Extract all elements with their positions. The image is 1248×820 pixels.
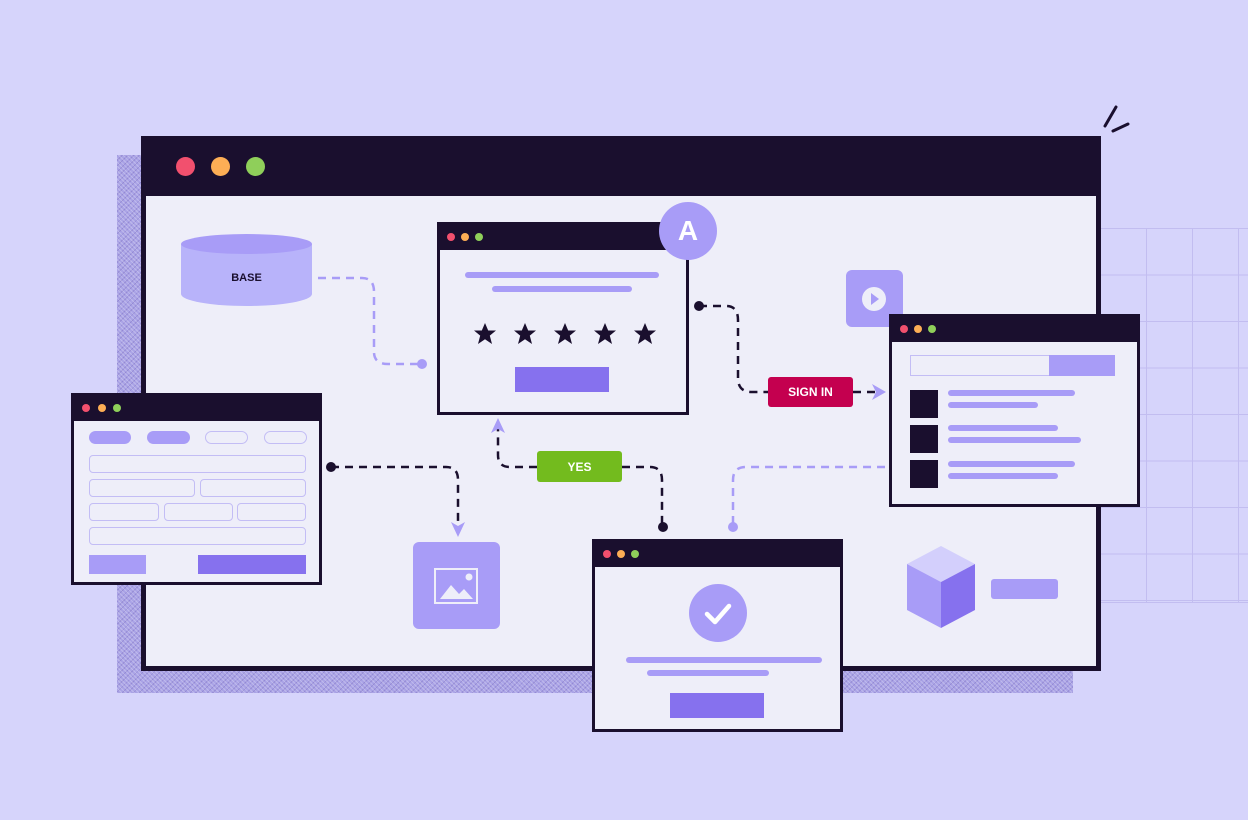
text-placeholder (948, 437, 1081, 443)
database-icon (181, 234, 312, 306)
star-icon (554, 323, 576, 344)
text-placeholder (948, 402, 1038, 408)
rating-title-bar (440, 225, 686, 250)
form-field[interactable] (89, 527, 306, 545)
connector-dot (728, 522, 738, 532)
image-tile[interactable] (413, 542, 500, 629)
list-title-bar (892, 317, 1137, 342)
form-window (71, 393, 322, 585)
close-dot[interactable] (603, 550, 611, 558)
form-field[interactable] (89, 455, 306, 473)
star-icon (474, 323, 496, 344)
yes-button[interactable]: YES (537, 451, 622, 482)
image-icon (434, 568, 478, 604)
list-thumbnail (910, 425, 938, 453)
text-placeholder (948, 473, 1058, 479)
connector-yes-to-success (622, 465, 664, 524)
submit-button[interactable] (198, 555, 306, 574)
list-window (889, 314, 1140, 507)
arrow-head (872, 384, 886, 400)
text-placeholder (492, 286, 632, 292)
close-dot[interactable] (900, 325, 908, 333)
list-thumbnail (910, 460, 938, 488)
connector-dot (658, 522, 668, 532)
minimize-dot[interactable] (98, 404, 106, 412)
form-field[interactable] (164, 503, 233, 521)
maximize-dot[interactable] (475, 233, 483, 241)
search-button[interactable] (1049, 355, 1115, 376)
maximize-dot[interactable] (113, 404, 121, 412)
check-circle-icon (689, 584, 747, 642)
close-dot[interactable] (82, 404, 90, 412)
cube-icon (907, 546, 975, 628)
connector-rating-to-signin (699, 304, 768, 394)
connector-form-to-image (331, 465, 460, 528)
connector-dot (417, 359, 427, 369)
maximize-dot[interactable] (928, 325, 936, 333)
success-window (592, 539, 843, 732)
maximize-dot[interactable] (246, 157, 265, 176)
connector-yes-to-rating (496, 428, 537, 469)
avatar-initial: A (677, 215, 699, 246)
sign-in-button[interactable]: SIGN IN (768, 377, 853, 407)
search-input[interactable] (910, 355, 1050, 376)
star-rating[interactable] (462, 321, 672, 347)
star-icon (634, 323, 656, 344)
arrow-head (491, 418, 505, 433)
minimize-dot[interactable] (461, 233, 469, 241)
filter-chip[interactable] (264, 431, 307, 444)
filter-chip[interactable] (205, 431, 248, 444)
filter-chip[interactable] (89, 431, 131, 444)
text-placeholder (948, 425, 1058, 431)
close-dot[interactable] (447, 233, 455, 241)
database-cylinder: BASE (181, 234, 312, 307)
cancel-button[interactable] (89, 555, 146, 574)
submit-rating-button[interactable] (515, 367, 609, 392)
form-title-bar (74, 396, 319, 421)
continue-button[interactable] (670, 693, 764, 718)
form-field[interactable] (200, 479, 306, 497)
avatar[interactable]: A (659, 202, 717, 260)
rating-window (437, 222, 689, 415)
connector-success-to-list (731, 465, 885, 524)
text-placeholder (948, 390, 1075, 396)
list-thumbnail (910, 390, 938, 418)
text-placeholder (465, 272, 659, 278)
play-icon (862, 287, 886, 311)
minimize-dot[interactable] (211, 157, 230, 176)
text-placeholder (647, 670, 769, 676)
form-field[interactable] (89, 503, 159, 521)
label-placeholder (991, 579, 1058, 599)
text-placeholder (948, 461, 1075, 467)
text-placeholder (626, 657, 822, 663)
star-icon (594, 323, 616, 344)
maximize-dot[interactable] (631, 550, 639, 558)
minimize-dot[interactable] (617, 550, 625, 558)
database-label: BASE (231, 272, 262, 284)
close-dot[interactable] (176, 157, 195, 176)
form-field[interactable] (237, 503, 306, 521)
arrow-head (451, 522, 465, 537)
success-title-bar (595, 542, 840, 567)
star-icon (514, 323, 536, 344)
filter-chip[interactable] (147, 431, 190, 444)
main-title-bar (146, 141, 1096, 196)
connector-database-to-rating (318, 276, 418, 366)
minimize-dot[interactable] (914, 325, 922, 333)
form-field[interactable] (89, 479, 195, 497)
